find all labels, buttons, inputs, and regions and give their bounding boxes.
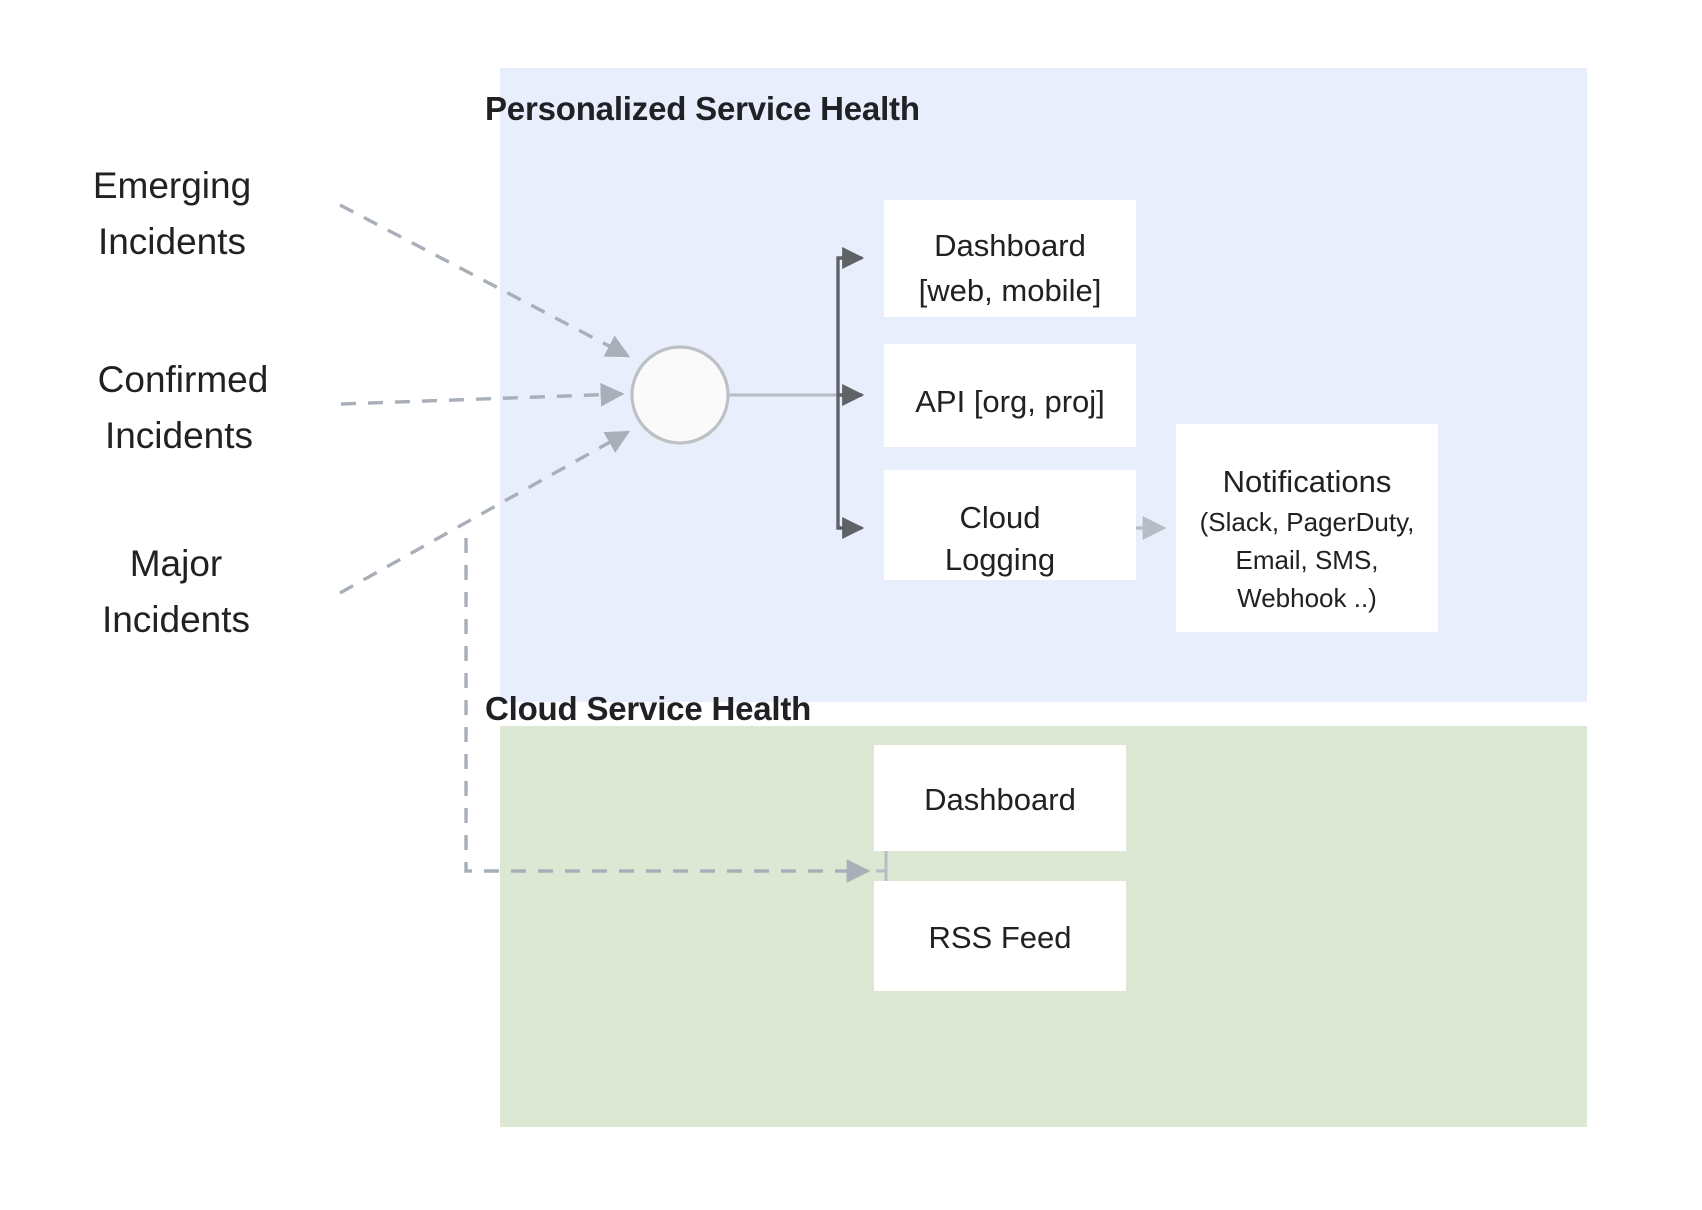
box-notifications-label: Notifications [1223,464,1392,499]
box-csh-dashboard-label: Dashboard [924,782,1076,817]
edge-major-to-hub [339,430,631,595]
box-cloud-logging-label-line2: Logging [945,542,1055,577]
box-notifications[interactable] [1176,424,1438,632]
edge-hub-to-dashboard [836,246,865,395]
source-label-emerging-line2: Incidents [98,221,246,262]
edge-hub-to-cloud-logging [836,395,865,540]
edge-emerging-to-hub [339,203,631,358]
box-cloud-logging[interactable] [884,470,1136,580]
source-label-major-line2: Incidents [102,599,250,640]
edge-confirmed-to-hub [340,382,625,407]
source-label-confirmed-line1: Confirmed [98,359,269,400]
panel-title-cloud-service-health: Cloud Service Health [485,690,811,727]
box-csh-rss-feed-label: RSS Feed [928,920,1071,955]
box-dashboard-label-line2: [web, mobile] [919,273,1102,308]
box-api-org-proj[interactable] [884,344,1136,447]
source-label-emerging-line1: Emerging [93,165,251,206]
box-csh-rss-feed[interactable] [874,881,1126,991]
box-dashboard-label-line1: Dashboard [934,228,1086,263]
source-label-major-line1: Major [130,543,223,584]
aggregation-node[interactable] [630,345,730,445]
box-notifications-subline1: (Slack, PagerDuty, [1200,507,1415,537]
edge-major-to-cloud-service-health [464,538,871,883]
box-notifications-subline2: Email, SMS, [1235,545,1378,575]
box-cloud-logging-label-line1: Cloud [960,500,1041,535]
box-notifications-subline3: Webhook ..) [1237,583,1377,613]
source-label-confirmed-line2: Incidents [105,415,253,456]
box-csh-dashboard[interactable] [874,745,1126,851]
panel-title-personalized: Personalized Service Health [485,90,920,127]
box-api-label: API [org, proj] [915,384,1105,419]
box-dashboard-web-mobile[interactable] [884,200,1136,317]
